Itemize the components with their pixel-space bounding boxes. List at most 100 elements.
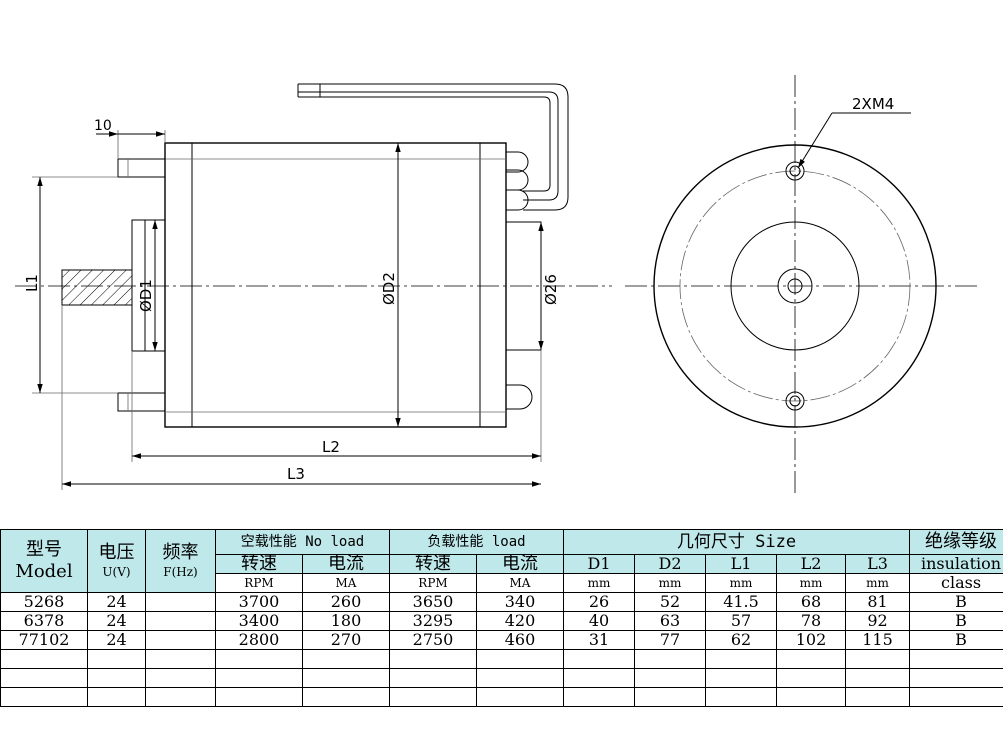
cell-l3 bbox=[844, 687, 911, 707]
freq-header-unit: F(Hz) bbox=[163, 565, 198, 579]
boss-circle bbox=[730, 221, 860, 351]
cell-l2: 78 bbox=[776, 611, 846, 631]
cell-d1: 26 bbox=[563, 592, 635, 612]
cell-voltage: 24 bbox=[87, 592, 146, 612]
table-row: 5268 24 3700 260 3650 340 26 52 41.5 68 … bbox=[0, 592, 1003, 612]
cell-load-rpm: 3295 bbox=[389, 611, 477, 631]
cell-freq bbox=[145, 687, 216, 707]
cell-d2 bbox=[634, 649, 706, 669]
table-row: 77102 24 2800 270 2750 460 31 77 62 102 … bbox=[0, 630, 1003, 650]
cell-d1 bbox=[563, 668, 635, 688]
cell-noload-rpm bbox=[215, 649, 303, 669]
cell-insulation bbox=[909, 668, 1003, 688]
dim-10-label: 10 bbox=[94, 118, 112, 134]
load-ma-unit: MA bbox=[476, 573, 564, 593]
cell-noload-ma: 180 bbox=[302, 611, 390, 631]
cell-l1 bbox=[705, 649, 777, 669]
cell-insulation: B bbox=[909, 592, 1003, 612]
cell-freq bbox=[145, 592, 216, 612]
cell-model: 77102 bbox=[0, 630, 88, 650]
bolt-circle bbox=[679, 170, 911, 402]
screw-top bbox=[117, 158, 166, 178]
cell-l2: 102 bbox=[776, 630, 846, 650]
cell-load-rpm bbox=[389, 687, 477, 707]
cell-noload-rpm: 3700 bbox=[215, 592, 303, 612]
load-rpm-unit: RPM bbox=[389, 573, 477, 593]
cell-load-rpm bbox=[389, 668, 477, 688]
cell-load-rpm bbox=[389, 649, 477, 669]
cell-load-ma: 340 bbox=[476, 592, 564, 612]
mount-hole-bottom bbox=[785, 391, 805, 411]
motor-body bbox=[164, 142, 507, 428]
table-row bbox=[0, 649, 1003, 669]
cell-load-ma: 460 bbox=[476, 630, 564, 650]
cell-voltage: 24 bbox=[87, 611, 146, 631]
cell-d2: 52 bbox=[634, 592, 706, 612]
l2-unit: mm bbox=[776, 573, 846, 593]
front-view: 2XM4 bbox=[625, 75, 980, 497]
voltage-header-unit: U(V) bbox=[102, 565, 131, 579]
cell-d1 bbox=[563, 687, 635, 707]
size-group-header: 几何尺寸 Size bbox=[562, 529, 911, 555]
cell-model: 6378 bbox=[0, 611, 88, 631]
cell-l2 bbox=[776, 649, 846, 669]
d2-unit: mm bbox=[634, 573, 706, 593]
freq-header-cn: 频率 bbox=[162, 542, 199, 563]
cell-voltage bbox=[87, 649, 146, 669]
l3-unit: mm bbox=[844, 573, 911, 593]
cell-noload-ma: 270 bbox=[302, 630, 390, 650]
noload-ma-unit: MA bbox=[302, 573, 390, 593]
mount-hole-top bbox=[785, 161, 805, 181]
voltage-header: 电压 U(V) bbox=[87, 529, 146, 593]
inner-circle bbox=[777, 268, 813, 304]
cell-d2: 63 bbox=[634, 611, 706, 631]
cell-noload-rpm bbox=[215, 668, 303, 688]
cell-d1: 31 bbox=[563, 630, 635, 650]
l1-header: L1 bbox=[705, 554, 777, 574]
cell-load-ma bbox=[476, 668, 564, 688]
cell-noload-rpm: 3400 bbox=[215, 611, 303, 631]
side-view: 10 L1 ØD1 ØD2 Ø26 L2 L3 bbox=[15, 83, 612, 490]
insulation-group-header: 绝缘等级 bbox=[909, 529, 1003, 555]
l1-unit: mm bbox=[705, 573, 777, 593]
cell-load-ma bbox=[476, 649, 564, 669]
hole-callout-label: 2XM4 bbox=[852, 95, 894, 113]
cell-freq bbox=[145, 668, 216, 688]
cell-d1 bbox=[563, 649, 635, 669]
cell-noload-rpm bbox=[215, 687, 303, 707]
cell-l1: 41.5 bbox=[705, 592, 777, 612]
cell-model: 5268 bbox=[0, 592, 88, 612]
noload-current-header: 电流 bbox=[302, 554, 390, 574]
cell-model bbox=[0, 668, 88, 688]
dim-l2-label: L2 bbox=[322, 438, 340, 456]
l2-header: L2 bbox=[776, 554, 846, 574]
cell-l3: 81 bbox=[844, 592, 911, 612]
cell-d2 bbox=[634, 668, 706, 688]
cell-model bbox=[0, 687, 88, 707]
motor-drawing: 10 L1 ØD1 ØD2 Ø26 L2 L3 bbox=[15, 75, 980, 497]
cell-load-rpm: 3650 bbox=[389, 592, 477, 612]
d1-unit: mm bbox=[563, 573, 635, 593]
cell-l1: 62 bbox=[705, 630, 777, 650]
load-current-header: 电流 bbox=[476, 554, 564, 574]
table-header-row-1: 型号 Model 电压 U(V) 频率 F(Hz) 空载性能 No load 负… bbox=[0, 529, 1003, 593]
dim-l3-label: L3 bbox=[287, 465, 305, 483]
lead-wire-1 bbox=[298, 83, 569, 211]
cell-d1: 40 bbox=[563, 611, 635, 631]
cell-voltage bbox=[87, 668, 146, 688]
freq-header: 频率 F(Hz) bbox=[145, 529, 216, 593]
cell-l1 bbox=[705, 687, 777, 707]
cell-d2 bbox=[634, 687, 706, 707]
model-header-en: Model bbox=[15, 561, 73, 582]
cell-l3: 115 bbox=[844, 630, 911, 650]
d1-header: D1 bbox=[563, 554, 635, 574]
model-header-cn: 型号 bbox=[26, 539, 62, 560]
cell-voltage bbox=[87, 687, 146, 707]
cell-load-rpm: 2750 bbox=[389, 630, 477, 650]
cell-noload-rpm: 2800 bbox=[215, 630, 303, 650]
cell-noload-ma bbox=[302, 668, 390, 688]
lead-wire-2 bbox=[298, 96, 551, 192]
cell-load-ma: 420 bbox=[476, 611, 564, 631]
shaft-circle bbox=[787, 278, 803, 294]
cell-l2: 68 bbox=[776, 592, 846, 612]
